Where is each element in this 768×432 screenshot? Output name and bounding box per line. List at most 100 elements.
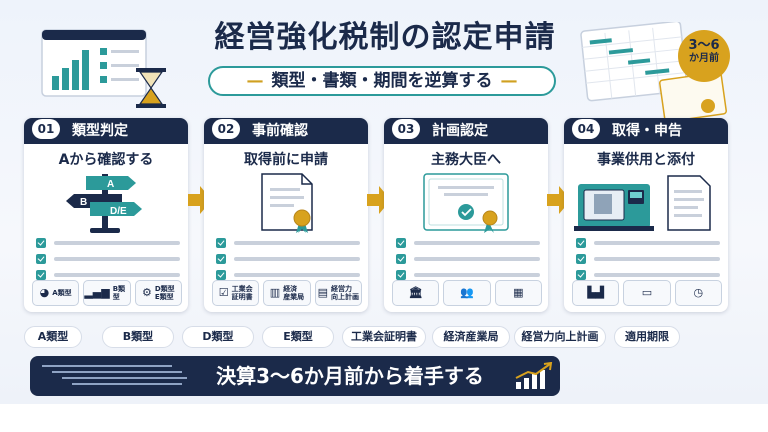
check-row bbox=[576, 252, 720, 266]
tile-label: D類型 E類型 bbox=[154, 285, 175, 301]
check-row bbox=[396, 252, 540, 266]
tile-factory: ▙▟ bbox=[572, 280, 620, 306]
step-label: 事前確認 bbox=[252, 123, 308, 139]
bar-chart-icon: ▂▄▆ bbox=[84, 286, 110, 299]
infographic-canvas: 経営強化税制の認定申請 — 類型・書類・期間を逆算する — 3〜6 か月前 01 類型… bbox=[0, 0, 768, 404]
step-tiles: 🏛 👥 ▦ bbox=[392, 280, 542, 306]
subtitle-text: 類型・書類・期間を逆算する bbox=[271, 71, 493, 91]
speed-lines-icon bbox=[42, 365, 187, 385]
tile-label: 工業会 証明書 bbox=[231, 285, 253, 301]
step-number: 01 bbox=[32, 119, 60, 139]
step-subtitle: 主務大臣へ bbox=[431, 152, 501, 168]
placeholder-line bbox=[54, 241, 180, 245]
check-row bbox=[36, 236, 180, 250]
placeholder-line bbox=[54, 257, 180, 261]
factory-icon: ▙▟ bbox=[587, 286, 605, 299]
checkbox-icon bbox=[36, 254, 46, 264]
step-tiles: ☑工業会 証明書 ▥経済 産業局 ▤経営力 向上計画 bbox=[212, 280, 362, 306]
tile-management-plan: ▤経営力 向上計画 bbox=[314, 280, 362, 306]
chart-board-illustration bbox=[41, 29, 166, 108]
placeholder-line bbox=[234, 257, 360, 261]
signpost-icon: A B D/E bbox=[66, 174, 142, 233]
tag-chip: E類型 bbox=[262, 326, 334, 348]
placeholder-line bbox=[234, 273, 360, 277]
placeholder-line bbox=[594, 257, 720, 261]
badge-line-2: か月前 bbox=[689, 53, 719, 64]
tile-de-type: ⚙D類型 E類型 bbox=[134, 280, 182, 306]
step-subtitle: 事業供用と添付 bbox=[597, 152, 695, 168]
step-tiles: ▙▟ ▭ ◷ bbox=[572, 280, 722, 306]
step-number: 03 bbox=[392, 119, 420, 139]
step-subtitle: Aから確認する bbox=[58, 152, 154, 168]
checklist bbox=[216, 236, 360, 284]
tag-chip: D類型 bbox=[182, 326, 254, 348]
tile-b-type: ▂▄▆B類型 bbox=[83, 280, 131, 306]
dash-decoration: — bbox=[500, 71, 518, 91]
building-icon: ▥ bbox=[269, 286, 281, 299]
placeholder-line bbox=[414, 257, 540, 261]
checkbox-icon bbox=[576, 254, 586, 264]
hourglass-icon bbox=[136, 68, 166, 108]
machine-document-icon bbox=[574, 175, 711, 231]
banner-text: 決算3〜6か月前から着手する bbox=[216, 364, 484, 388]
tile-label: 経営力 向上計画 bbox=[331, 285, 360, 301]
step-card-4: 04 取得・申告 事業供用と添付 ▙▟ ▭ ◷ bbox=[564, 118, 728, 312]
tile-calendar: ▦ bbox=[494, 280, 542, 306]
placeholder-line bbox=[414, 241, 540, 245]
step-subtitle: 取得前に申請 bbox=[244, 152, 328, 168]
placeholder-line bbox=[594, 241, 720, 245]
step-label: 計画認定 bbox=[432, 123, 488, 139]
sign-de: D/E bbox=[110, 206, 127, 217]
placeholder-line bbox=[594, 273, 720, 277]
government-building-icon: 🏛 bbox=[408, 286, 423, 299]
step-tiles: ◕A類型 ▂▄▆B類型 ⚙D類型 E類型 bbox=[32, 280, 182, 306]
checkbox-icon bbox=[396, 238, 406, 248]
placeholder-line bbox=[414, 273, 540, 277]
tag-chip: 工業会証明書 bbox=[342, 326, 426, 348]
tag-chip: 経済産業局 bbox=[432, 326, 510, 348]
step-card-3: 03 計画認定 主務大臣へ 🏛 👥 ▦ bbox=[384, 118, 548, 312]
checkbox-icon bbox=[36, 270, 46, 280]
tile-label: A類型 bbox=[52, 289, 72, 297]
tag-chip: 適用期限 bbox=[614, 326, 680, 348]
checklist bbox=[396, 236, 540, 284]
step-label: 取得・申告 bbox=[612, 123, 682, 139]
step-number: 04 bbox=[572, 119, 600, 139]
tile-label: B類型 bbox=[112, 285, 126, 301]
people-icon: 👥 bbox=[460, 286, 474, 299]
step-header: 03 計画認定 bbox=[384, 118, 548, 144]
checklist bbox=[576, 236, 720, 284]
dash-decoration: — bbox=[246, 71, 264, 91]
tag-chip: B類型 bbox=[102, 326, 174, 348]
tile-industry-certificate: ☑工業会 証明書 bbox=[212, 280, 260, 306]
check-row bbox=[396, 236, 540, 250]
page-title: 経営強化税制の認定申請 bbox=[214, 20, 556, 55]
timeline-badge: 3〜6 か月前 bbox=[678, 30, 730, 82]
step-label: 類型判定 bbox=[72, 123, 128, 139]
checkbox-icon bbox=[396, 270, 406, 280]
tile-government: 🏛 bbox=[392, 280, 440, 306]
checkbox-icon bbox=[216, 270, 226, 280]
step-header: 04 取得・申告 bbox=[564, 118, 728, 144]
check-row bbox=[36, 268, 180, 282]
check-row bbox=[216, 268, 360, 282]
calendar-icon: ▦ bbox=[513, 286, 524, 299]
gantt-certificate-illustration bbox=[580, 22, 727, 122]
folder-icon: ▭ bbox=[641, 286, 653, 299]
subtitle-pill: — 類型・書類・期間を逆算する — bbox=[208, 66, 556, 96]
checkbox-icon bbox=[576, 238, 586, 248]
tag-chip: A類型 bbox=[24, 326, 82, 348]
sign-a: A bbox=[107, 179, 114, 190]
checklist bbox=[36, 236, 180, 284]
pie-chart-icon: ◕ bbox=[39, 286, 50, 299]
check-row bbox=[216, 236, 360, 250]
check-row bbox=[396, 268, 540, 282]
gear-icon: ⚙ bbox=[141, 286, 152, 299]
sign-b: B bbox=[80, 197, 87, 208]
step-card-1: 01 類型判定 Aから確認する A B D/E ◕A類型 ▂▄▆B類型 ⚙D類型 … bbox=[24, 118, 188, 312]
tile-a-type: ◕A類型 bbox=[32, 280, 80, 306]
check-row bbox=[216, 252, 360, 266]
tag-chip: 経営力向上計画 bbox=[514, 326, 606, 348]
